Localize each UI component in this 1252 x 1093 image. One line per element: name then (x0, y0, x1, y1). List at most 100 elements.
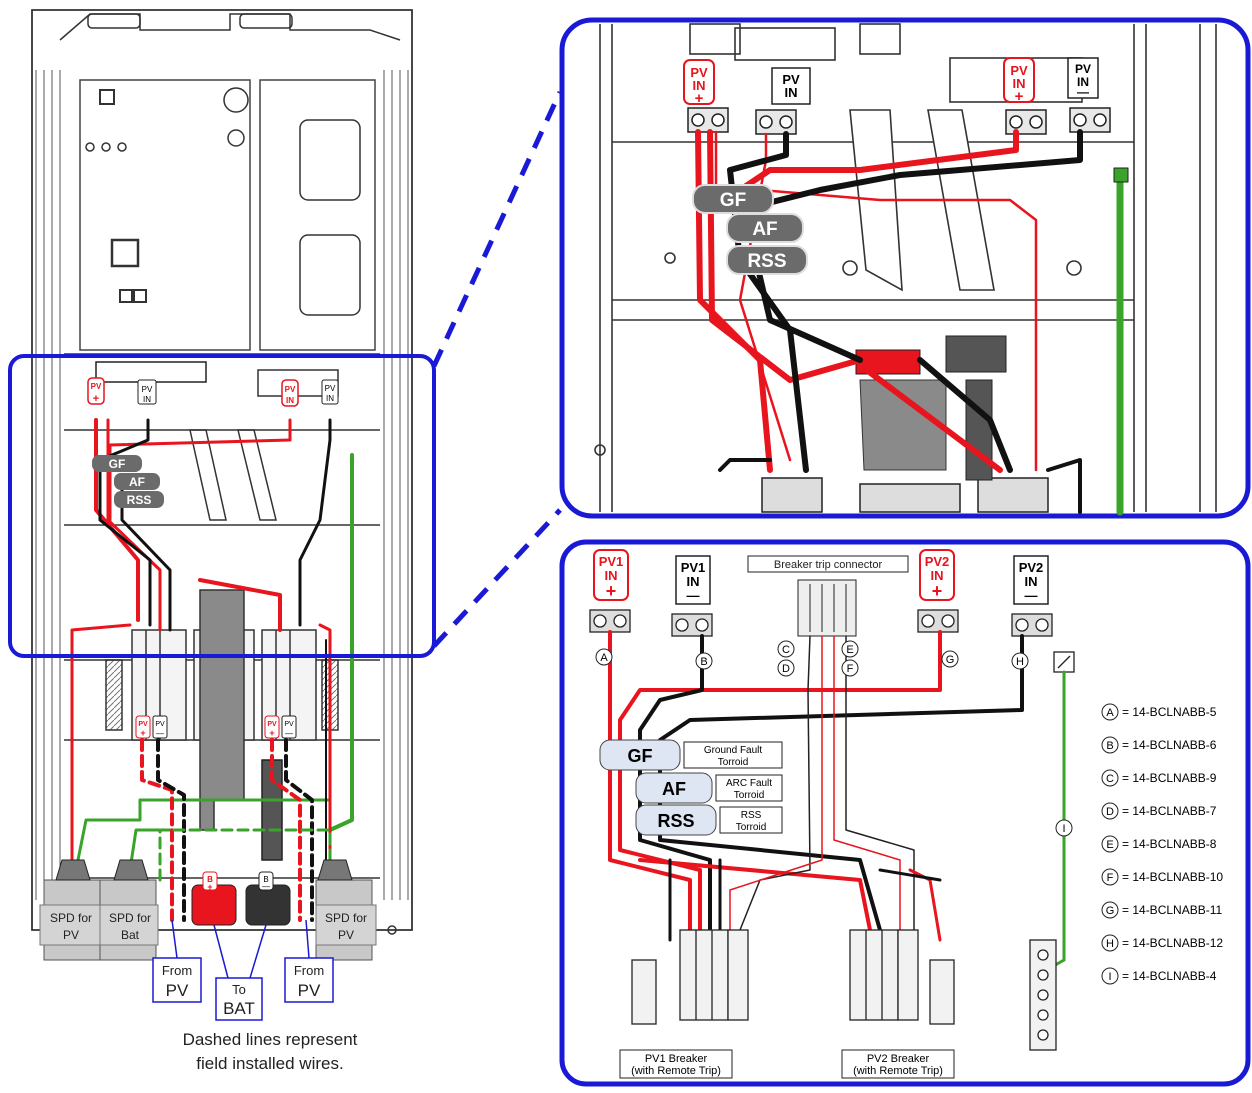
pv2-neg-title: PV2 (1019, 560, 1044, 575)
spd-left-label: SPD for (50, 911, 92, 925)
pv1-neg-in: IN (687, 574, 700, 589)
legend-letter-circle (1101, 934, 1119, 952)
legend-letter: D (1106, 806, 1114, 818)
legend-item: I = 14-BCLNABB-4 (1101, 967, 1217, 985)
overview-in-mid: IN (143, 395, 151, 404)
marker-h: H (1011, 652, 1029, 670)
schem-pv1-neg (638, 634, 712, 932)
zoom-pv2-pos-sign: + (1015, 88, 1024, 105)
overview-wiring (70, 418, 354, 922)
legend-item: F= 14-BCLNABB-10 (1101, 868, 1223, 886)
marker-b-text: B (700, 656, 707, 668)
spd-right-type: PV (338, 928, 354, 942)
bat-neg-label: B (263, 875, 268, 884)
marker-i: I (1055, 819, 1073, 837)
schem-sensor-gf-type: Torroid (718, 757, 749, 768)
legend-part-number: = 14-BCLNABB-10 (1122, 870, 1223, 884)
legend-letter-circle (1101, 967, 1119, 985)
legend-part-number: = 14-BCLNABB-6 (1122, 738, 1217, 752)
field-wire-note: Dashed lines represent field installed w… (120, 1028, 420, 1076)
overview-pv-tag-left: PV (91, 382, 102, 391)
legend-letter-circle (1101, 703, 1119, 721)
legend-letter-circle (1101, 868, 1119, 886)
zoom-pv1-neg-in: IN (785, 85, 798, 100)
bat-neg-sign: — (262, 882, 270, 891)
schematic-breakers (631, 929, 1057, 1051)
legend-letter: A (1106, 707, 1114, 719)
field-wire-note-line2: field installed wires. (196, 1054, 344, 1073)
battery-terminals: B + B — (191, 871, 291, 926)
marker-a-text: A (600, 652, 608, 664)
pv1-pos-sign: + (606, 581, 617, 601)
schematic-terminals (589, 609, 1075, 673)
pv2-neg-sign: — (1025, 588, 1038, 603)
marker-d-text: D (782, 663, 790, 675)
legend-part-number: = 14-BCLNABB-4 (1122, 969, 1217, 983)
legend-letter-circle (1101, 901, 1119, 919)
legend-item: G= 14-BCLNABB-11 (1101, 901, 1222, 919)
overview-sensor-gf: GF (109, 457, 126, 471)
control-board (79, 79, 251, 351)
legend-letter: I (1108, 971, 1111, 983)
zoom-pv1-pos-in: IN (693, 78, 706, 93)
pv1-breaker-remote: (with Remote Trip) (631, 1065, 721, 1077)
pv2-neg-in: IN (1025, 574, 1038, 589)
marker-b: B (695, 652, 713, 670)
legend-letter-circle (1101, 769, 1119, 787)
zoom-terminal-row (687, 107, 1111, 513)
legend-item: D= 14-BCLNABB-7 (1101, 802, 1217, 820)
zoom-pv1-pos-pv: PV (690, 65, 708, 80)
breaker-tag-pv2-neg: PV (284, 721, 294, 728)
legend-part-number: = 14-BCLNABB-9 (1122, 771, 1217, 785)
breaker-trip-connector: Breaker trip connector (747, 555, 909, 637)
zoom-pv2-pos-pv: PV (1010, 63, 1028, 78)
pv2-breaker-remote: (with Remote Trip) (853, 1065, 943, 1077)
pv2-pos-in: IN (931, 568, 944, 583)
overview-sensor-rss: RSS (127, 493, 152, 507)
left-heatsink (35, 70, 61, 900)
pv2-breaker-label: PV2 Breaker (867, 1053, 930, 1065)
zoom-sensor-af: AF (752, 219, 777, 240)
marker-e-text: E (846, 644, 853, 656)
zoom-connector-bottom (432, 508, 562, 648)
overview-zoom-highlight (8, 354, 436, 658)
spd-bat-label: SPD for (109, 911, 151, 925)
zoom-pv-tags: PV IN + PV IN PV IN + PV IN — (683, 57, 1099, 107)
breaker-tag-pv1-plus: + (140, 728, 145, 738)
legend-part-number: = 14-BCLNABB-8 (1122, 837, 1217, 851)
inverter-overview (31, 9, 413, 935)
to-bat-label: To (232, 982, 246, 997)
zoom-pv2-neg-sign: — (1077, 85, 1089, 99)
to-bat-target: BAT (223, 999, 255, 1018)
field-wire-callouts: From PV To BAT From PV (152, 919, 334, 1021)
marker-c: C (777, 640, 795, 658)
legend-item: A = 14-BCLNABB-5 (1101, 703, 1217, 721)
zoom-pv2-neg-in: IN (1077, 75, 1089, 89)
zoom-sensor-gf: GF (720, 190, 746, 211)
overview-plus-left: + (93, 393, 99, 405)
breaker-trip-connector-label: Breaker trip connector (774, 559, 883, 571)
zoom-pv1-pos-sign: + (695, 90, 704, 107)
legend-part-number: = 14-BCLNABB-5 (1122, 705, 1217, 719)
pv1-pos-title: PV1 (599, 554, 624, 569)
bat-pos-sign: + (207, 882, 212, 892)
zoom-sensor-rss: RSS (747, 251, 786, 272)
legend-item: H= 14-BCLNABB-12 (1101, 934, 1223, 952)
breaker-tag-pv1-neg: PV (155, 721, 165, 728)
spd-right-label: SPD for (325, 911, 367, 925)
overview-ground-wire (328, 453, 354, 832)
schematic-panel: PV1 IN + PV1 IN — PV2 IN + PV2 IN — (559, 539, 1251, 1087)
schematic-wires (608, 630, 1066, 970)
spd-bat-type: Bat (121, 928, 140, 942)
enclosure-outline (31, 9, 413, 931)
breaker-tag-pv1-pos: PV (138, 721, 148, 728)
zoom-connector-top (431, 90, 563, 368)
marker-h-text: H (1016, 656, 1024, 668)
overview-pv-tag-right: PV (285, 385, 296, 394)
zoom-pv2-pos-in: IN (1013, 76, 1026, 91)
busbar-right (237, 429, 277, 521)
schem-sensor-rss-desc: RSS (741, 810, 762, 821)
pv2-pos-title: PV2 (925, 554, 950, 569)
schematic-pv-tags: PV1 IN + PV1 IN — PV2 IN + PV2 IN — (593, 549, 1049, 605)
